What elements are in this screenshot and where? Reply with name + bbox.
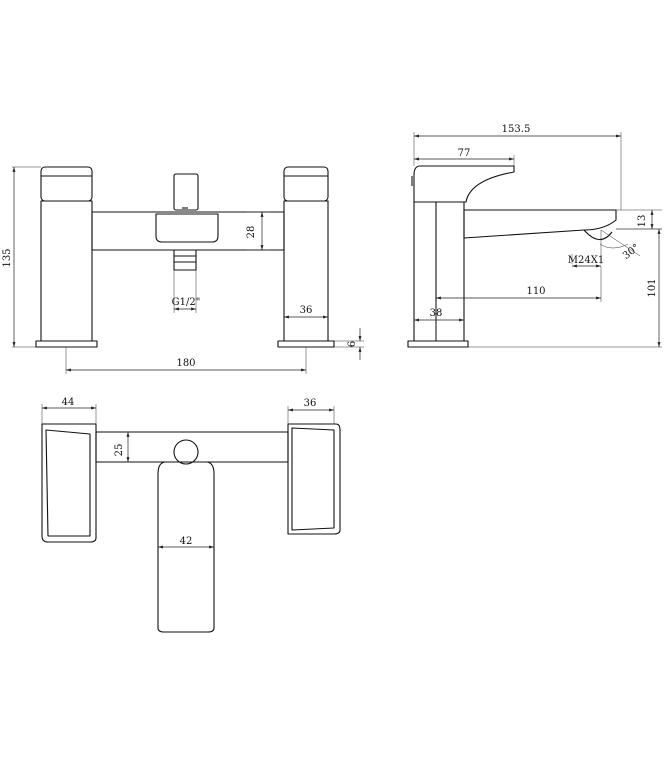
top-left-handle: [41, 423, 97, 543]
dim-base-6: 6: [347, 341, 358, 347]
dim-top-36: 36: [304, 398, 317, 409]
dim-thread-m24: M24X1: [568, 255, 604, 266]
dim-reach-110: 110: [526, 286, 545, 297]
dim-handle-77: 77: [458, 148, 471, 159]
spout-front: [155, 213, 219, 243]
left-base: [35, 340, 98, 348]
dim-handle-36: 36: [300, 305, 313, 316]
dim-tip-13: 13: [637, 215, 648, 228]
dim-body-38: 38: [430, 308, 443, 319]
dim-centers-180: 180: [176, 358, 195, 369]
outlet-connector: [173, 249, 197, 271]
side-base: [407, 340, 469, 348]
top-spout: [157, 461, 215, 633]
right-body: [283, 200, 329, 342]
dim-bar-28: 28: [246, 226, 257, 239]
left-body: [40, 200, 93, 342]
dim-length-153-5: 153.5: [502, 124, 531, 135]
dim-height-135: 135: [2, 248, 13, 267]
dim-top-25: 25: [114, 444, 125, 457]
dim-height-101: 101: [647, 278, 658, 297]
side-handle: [413, 165, 515, 203]
dim-top-44: 44: [62, 397, 75, 408]
dim-top-42: 42: [180, 536, 193, 547]
right-handle: [283, 166, 329, 202]
side-view: 153.5 77 13 30° M24X1 110 38 101: [407, 124, 662, 348]
top-right-handle: [287, 423, 341, 535]
dim-thread-g12: G1/2": [172, 297, 201, 308]
left-handle: [40, 166, 93, 202]
front-view: 135 28 36 6 180 G1/2": [2, 166, 364, 374]
top-diverter-knob: [173, 439, 199, 465]
right-base: [277, 340, 335, 348]
side-spout: [463, 209, 617, 239]
top-view: 44 36 25 42: [41, 397, 341, 633]
diverter-knob: [173, 173, 199, 211]
